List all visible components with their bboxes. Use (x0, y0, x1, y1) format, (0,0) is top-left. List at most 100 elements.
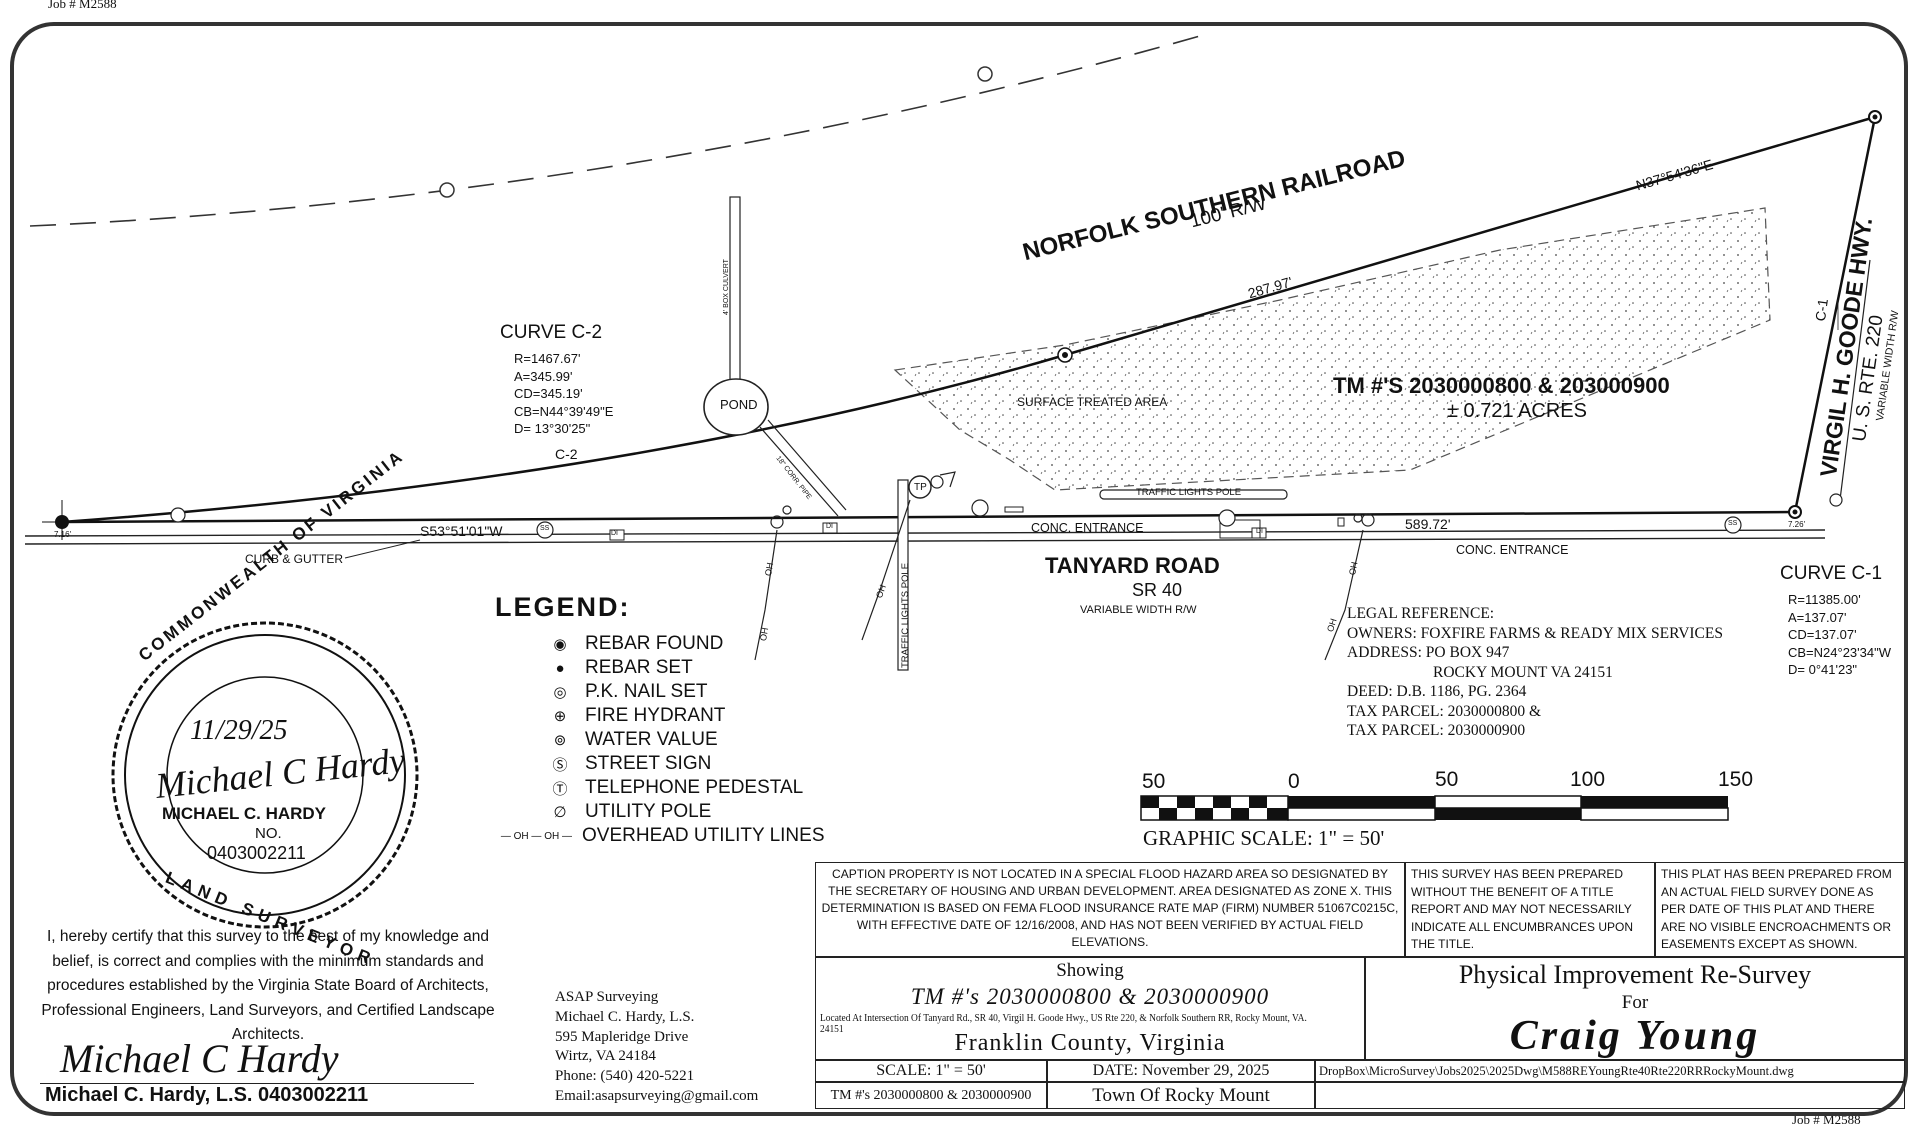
traffic-lights-pole-horizontal (1099, 489, 1288, 500)
conc-entrance-2: CONC. ENTRANCE (1456, 543, 1569, 557)
di-label: DI (1256, 528, 1263, 535)
legend-label: P.K. NAIL SET (585, 681, 708, 702)
box-culvert-label: 4' BOX CULVERT (723, 259, 730, 315)
seal-date: 11/29/25 (190, 715, 288, 746)
legend-title: LEGEND: (495, 592, 631, 622)
di-label: DI (611, 530, 618, 537)
legend-label: OVERHEAD UTILITY LINES (582, 825, 825, 846)
surface-treated-area (893, 207, 1771, 491)
tm-small-cell: TM #'s 2030000800 & 2030000900 (815, 1082, 1047, 1109)
curb-gutter-label: CURB & GUTTER (245, 552, 344, 566)
pk-nail-icon: ◎ (553, 684, 567, 701)
water-valve-icon: ⊚ (553, 732, 567, 749)
road-sr: SR 40 (1132, 580, 1183, 600)
curve-c2-title: CURVE C-2 (500, 322, 603, 343)
railroad-marker (439, 182, 455, 198)
ss-label: SS (1728, 520, 1738, 527)
traffic-lights-pole-vertical (897, 479, 909, 671)
south-bearing: S53°51'01"W (420, 523, 503, 539)
curve-c1-title: CURVE C-1 (1780, 563, 1883, 584)
south-distance: 589.72' (1405, 516, 1451, 532)
parcel-acres: ± 0.721 ACRES (1447, 400, 1587, 422)
curve-c2-data: R=1467.67'A=345.99'CD=345.19'CB=N44°39'4… (514, 351, 614, 436)
railroad-centerline (29, 35, 1201, 227)
seal-number: 0403002211 (207, 843, 306, 863)
c2-label: C-2 (555, 446, 578, 462)
overhead-utility-lines (754, 471, 1375, 661)
scale-tick: 100 (1570, 768, 1606, 791)
plat-drawing (10, 22, 1908, 1116)
scale-bar-graphic (1140, 795, 1729, 821)
road-width: VARIABLE WIDTH R/W (1080, 604, 1197, 616)
surveyor-seal (111, 621, 419, 929)
di-label: DI (826, 523, 833, 530)
road-edge (24, 537, 1826, 545)
corr-pipe (759, 419, 847, 517)
rebar-found-icon: ◉ (553, 636, 567, 653)
traffic-pole-h-label: TRAFFIC LIGHTS POLE (1136, 487, 1242, 498)
scale-tick: 0 (1288, 770, 1300, 793)
boundary-curve-c2 (61, 353, 1066, 524)
legend-label: REBAR FOUND (585, 633, 724, 654)
ss-label: SS (540, 525, 550, 532)
surveyor-line: Michael C. Hardy, L.S. 0403002211 (45, 1084, 369, 1106)
overhead-line-icon: — OH — OH — (500, 830, 572, 842)
boundary-south-line (61, 510, 1796, 524)
title-block-survey: Physical Improvement Re-Survey For Craig… (1365, 957, 1905, 1060)
surveyor-signature: Michael C Hardy (60, 1036, 339, 1081)
curb-leader (344, 539, 421, 559)
survey-title: Physical Improvement Re-Survey (1458, 960, 1812, 989)
scale-cell: SCALE: 1" = 50' (815, 1060, 1047, 1082)
scale-tick: 150 (1718, 768, 1754, 791)
telephone-pedestal-icon: Ⓣ (552, 780, 568, 798)
legend-label: TELEPHONE PEDESTAL (585, 777, 804, 798)
survey-for: For (1621, 992, 1649, 1013)
location-line: Located At Intersection Of Tanyard Rd., … (820, 1013, 1307, 1035)
curve-c1-data: R=11385.00'A=137.07'CD=137.07'CB=N24°23'… (1788, 592, 1891, 677)
utility-pole-icon: ∅ (553, 804, 567, 821)
railroad-marker (977, 66, 993, 82)
pond-label: POND (720, 397, 758, 412)
blank-cell (1315, 1082, 1905, 1109)
road-name: TANYARD ROAD (1045, 553, 1220, 578)
concrete-slab (1004, 506, 1024, 513)
path-cell: DropBox\MicroSurvey\Jobs2025\2025Dwg\M58… (1315, 1060, 1905, 1082)
road-edge (24, 529, 1826, 537)
legend-label: WATER VALUE (585, 729, 718, 750)
legend-label: UTILITY POLE (585, 801, 712, 822)
client-name: Craig Young (1509, 1013, 1761, 1059)
drop-inlet (822, 522, 838, 534)
tm-script: TM #'s 2030000800 & 2030000900 (910, 984, 1270, 1009)
fire-hydrant-icon: ⊕ (553, 708, 567, 725)
legend-label: FIRE HYDRANT (585, 705, 726, 726)
concrete-slab (1219, 519, 1261, 539)
small-dim-right: 7.26' (1788, 520, 1806, 529)
scale-tick: 50 (1142, 770, 1166, 793)
c1-label: C-1 (1812, 297, 1831, 323)
boundary-north-line (1064, 115, 1876, 357)
county-line: Franklin County, Virginia (954, 1030, 1226, 1056)
drop-inlet (609, 529, 625, 541)
telephone-pedestal (908, 475, 932, 499)
title-report-note: THIS SURVEY HAS BEEN PREPARED WITHOUT TH… (1405, 862, 1655, 957)
seal-no: NO. (255, 825, 282, 842)
signature-rule (40, 1083, 474, 1084)
title-block-showing: Showing TM #'s 2030000800 & 2030000900 L… (815, 957, 1365, 1060)
surface-treated-label: SURFACE TREATED AREA (1017, 395, 1168, 409)
parcel-tm: TM #'S 2030000800 & 203000900 (1333, 373, 1670, 398)
pond (703, 378, 769, 436)
legal-reference: LEGAL REFERENCE: OWNERS: FOXFIRE FARMS &… (1347, 605, 1723, 739)
legend-label: REBAR SET (585, 657, 693, 678)
rebar-set-icon: ● (555, 659, 565, 677)
box-culvert (729, 196, 741, 408)
traffic-pole-v-label: TRAFFIC LIGHTS POLE (900, 562, 911, 668)
field-survey-note: THIS PLAT HAS BEEN PREPARED FROM AN ACTU… (1655, 862, 1905, 957)
town-cell: Town Of Rocky Mount (1047, 1082, 1315, 1109)
graphic-scale-caption: GRAPHIC SCALE: 1" = 50' (1143, 826, 1385, 850)
date-cell: DATE: November 29, 2025 (1047, 1060, 1315, 1082)
flood-note: CAPTION PROPERTY IS NOT LOCATED IN A SPE… (815, 862, 1405, 957)
sheet-border (10, 22, 1908, 1116)
tp-label: TP (914, 482, 927, 493)
street-sign-icon: Ⓢ (552, 756, 568, 774)
